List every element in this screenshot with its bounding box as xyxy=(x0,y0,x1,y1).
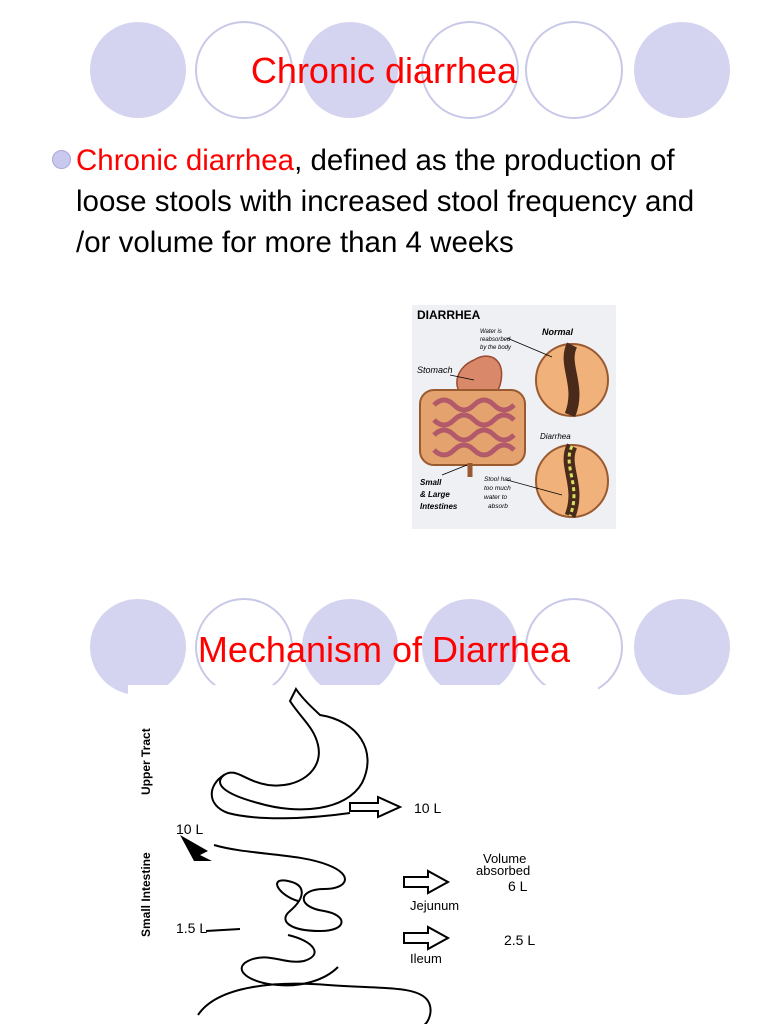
stool-note-line2: too much xyxy=(484,485,511,492)
diarrhea-illustration: DIARRHEA Normal Water is reabsorbed by t… xyxy=(412,305,616,529)
small-intestine-input-volume: 10 L xyxy=(176,821,203,837)
arrow-upper-out xyxy=(349,795,403,819)
large-intestine-outline xyxy=(197,982,432,1024)
intestines-line3: Intestines xyxy=(420,502,458,511)
small-intestine-shape xyxy=(432,397,516,458)
ileum-volume: 2.5 L xyxy=(504,932,535,948)
normal-colon xyxy=(563,342,580,418)
circle-filled xyxy=(634,22,730,118)
figure-heading: DIARRHEA xyxy=(417,308,481,322)
jejunum-volume: 6 L xyxy=(508,878,528,894)
diarrhea-water xyxy=(567,445,576,517)
small-intestine-label: Small Intestine xyxy=(139,852,153,937)
water-note-label: Water is reabsorbed by the body xyxy=(480,329,512,351)
circle-outline xyxy=(195,21,293,119)
illustration-svg: DIARRHEA Normal Water is reabsorbed by t… xyxy=(412,305,616,529)
duodenum-outline xyxy=(210,774,351,820)
slide-mechanism: Mechanism of Diarrhea Upper Tract Small … xyxy=(0,585,768,1024)
decorative-circles xyxy=(90,21,730,119)
stomach-outline xyxy=(219,687,369,811)
ileum-input-line xyxy=(205,928,241,932)
arrow-jejunum xyxy=(403,869,451,895)
normal-label: Normal xyxy=(542,327,574,337)
circle-filled xyxy=(90,599,186,695)
stool-note-line4: absorb xyxy=(488,503,508,510)
upper-out-volume: 10 L xyxy=(414,800,441,816)
decorative-circles xyxy=(90,598,730,696)
circle-filled xyxy=(302,599,398,695)
ileum-label: Ileum xyxy=(410,951,442,966)
circle-filled xyxy=(634,599,730,695)
slide-title: Mechanism of Diarrhea xyxy=(197,629,571,670)
slide-chronic-diarrhea: Chronic diarrhea Chronic diarrhea, defin… xyxy=(52,21,730,529)
stool-note-line1: Stool has xyxy=(484,476,512,483)
input-arrow xyxy=(180,835,212,861)
circle-filled xyxy=(422,599,518,695)
volume-label-line2: absorbed xyxy=(476,863,530,878)
stool-note-line3: water to xyxy=(484,494,508,501)
stomach-label: Stomach xyxy=(417,365,453,375)
gi-volume-diagram: Upper Tract Small Intestine 10 L 10 L Vo… xyxy=(128,685,598,1024)
circle-filled xyxy=(302,22,398,118)
circle-filled xyxy=(90,22,186,118)
stool-note-label: Stool has too much water to absorb xyxy=(484,476,513,510)
slide-title: Chronic diarrhea xyxy=(250,50,518,91)
volume-label-line1: Volume xyxy=(483,851,526,866)
upper-tract-label: Upper Tract xyxy=(139,728,153,795)
water-note-line3: by the body xyxy=(480,345,512,351)
intestines-line1: Small xyxy=(420,478,442,487)
bullet-text: Chronic diarrhea, defined as the product… xyxy=(76,140,716,263)
circle-outline xyxy=(421,21,519,119)
bullet-icon xyxy=(52,150,71,169)
circle-outline xyxy=(525,21,623,119)
water-note-line2: reabsorbed xyxy=(480,337,511,343)
intestines-label: Small & Large Intestines xyxy=(420,478,458,511)
ileum-input-volume: 1.5 L xyxy=(176,920,207,936)
arrow-ileum xyxy=(403,925,451,951)
diarrhea-label: Diarrhea xyxy=(540,432,571,441)
definition-text: , defined as the production of loose sto… xyxy=(76,144,695,259)
highlight-term: Chronic diarrhea xyxy=(76,144,295,177)
water-note-line1: Water is xyxy=(480,329,502,335)
intestines-line2: & Large xyxy=(420,490,450,499)
jejunum-label: Jejunum xyxy=(410,898,459,913)
